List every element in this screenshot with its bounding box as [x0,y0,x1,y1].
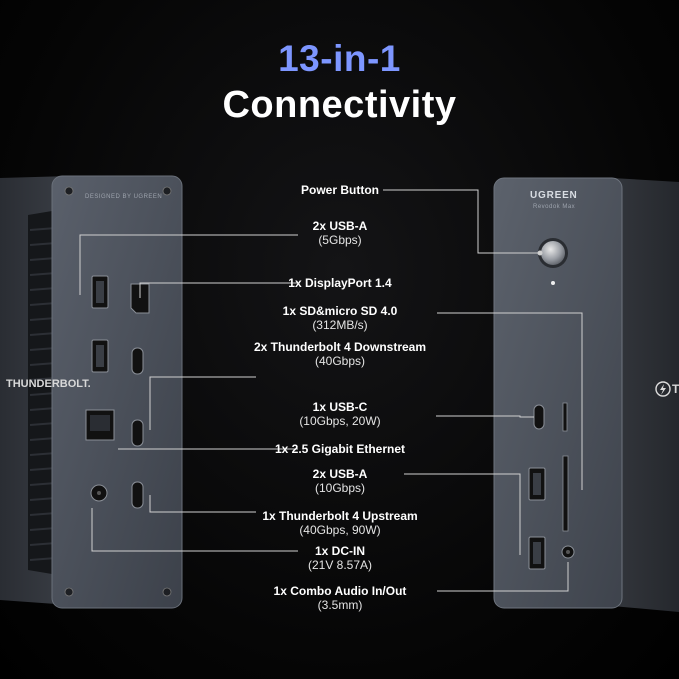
callout-lines [79,189,583,592]
label-tb4-upstream: 1x Thunderbolt 4 Upstream(40Gbps, 90W) [262,509,418,537]
left-device [0,175,183,609]
label-power-button: Power Button [301,183,379,197]
right-side-branding: TH [672,382,679,396]
label-dc-in: 1x DC-IN(21V 8.57A) [307,544,373,572]
left-device-engraving: DESIGNED BY UGREEN [85,194,163,200]
headline-count: 13-in-1 [278,38,401,79]
label-displayport: 1x DisplayPort 1.4 [288,276,392,290]
right-device-brand: UGREEN [530,190,578,201]
label-ethernet: 1x 2.5 Gigabit Ethernet [274,442,406,456]
headline-title: Connectivity [222,84,457,126]
label-usb-c-front: 1x USB-C(10Gbps, 20W) [299,400,381,428]
right-device [493,177,679,612]
right-device-model: Revodok Max [533,204,576,210]
label-tb4-downstream: 2x Thunderbolt 4 Downstream(40Gbps) [253,340,427,368]
label-usb-a-rear: 2x USB-A(5Gbps) [312,219,368,247]
label-sd-card: 1x SD&micro SD 4.0(312MB/s) [282,304,398,332]
label-audio-combo: 1x Combo Audio In/Out(3.5mm) [273,584,407,612]
left-side-branding: THUNDERBOLT. [6,378,91,390]
label-usb-a-front: 2x USB-A(10Gbps) [312,467,368,495]
